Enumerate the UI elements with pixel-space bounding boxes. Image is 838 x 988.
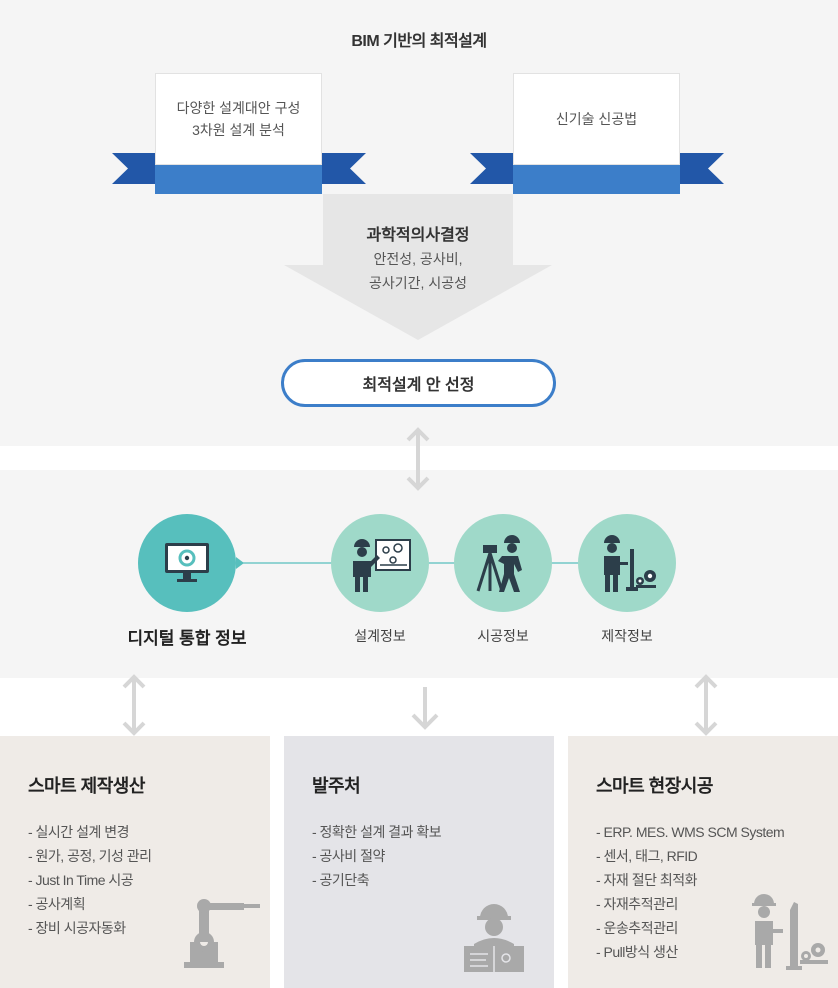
digital-hub-circle <box>138 514 236 612</box>
list-item: - 센서, 태그, RFID <box>596 848 698 864</box>
double-arrow-icon <box>406 427 430 491</box>
list-item: - 공기단축 <box>312 872 370 888</box>
surveyor-icon <box>476 535 522 592</box>
design-info-label: 설계정보 <box>354 628 406 644</box>
box-client: 발주처 - 정확한 설계 결과 확보 - 공사비 절약 - 공기단축 <box>284 736 554 988</box>
ribbon-left-card: 다양한 설계대안 구성 3차원 설계 분석 <box>155 73 322 165</box>
double-arrow-icon <box>694 674 718 736</box>
design-info-circle <box>331 514 429 612</box>
worker-blueprint-icon <box>353 539 411 592</box>
hub-label: 디지털 통합 정보 <box>127 629 247 648</box>
decision-line-2: 공사기간, 시공성 <box>369 275 467 291</box>
box-smart-site: 스마트 현장시공 - ERP. MES. WMS SCM System - 센서… <box>568 736 838 988</box>
ribbon-left-line-1: 다양한 설계대안 구성 <box>176 100 301 116</box>
construction-info-label: 시공정보 <box>477 628 529 644</box>
list-item: - 자재 절단 최적화 <box>596 872 698 888</box>
ribbon-right-line-1: 신기술 신공법 <box>555 111 638 127</box>
decision-line-1: 안전성, 공사비, <box>373 251 463 267</box>
construction-info-circle <box>454 514 552 612</box>
list-item: - Just In Time 시공 <box>28 872 134 888</box>
ribbon-right-tails <box>470 153 724 184</box>
list-item: - 정확한 설계 결과 확보 <box>312 824 442 840</box>
down-arrow-icon <box>411 687 439 730</box>
list-item: - 자재추적관리 <box>596 896 678 912</box>
list-item: - 장비 시공자동화 <box>28 920 126 936</box>
box-title: 발주처 <box>312 776 361 796</box>
list-item: - 공사계획 <box>28 896 86 912</box>
production-info-circle <box>578 514 676 612</box>
list-item: - 공사비 절약 <box>312 848 385 864</box>
ribbon-right-card: 신기술 신공법 <box>513 73 680 165</box>
decision-title: 과학적의사결정 <box>366 227 470 244</box>
engineer-blueprint-icon <box>464 904 524 972</box>
worker-machine-icon <box>752 894 828 970</box>
optimal-design-button[interactable]: 최적설계 안 선정 <box>281 359 556 407</box>
list-item: - Pull방식 생산 <box>596 944 678 960</box>
diagram-title: BIM 기반의 최적설계 <box>351 33 487 50</box>
ribbon-left-tails <box>112 153 366 184</box>
monitor-icon <box>165 543 209 582</box>
production-info-label: 제작정보 <box>601 628 653 644</box>
list-item: - 운송추적관리 <box>596 920 678 936</box>
box-title: 스마트 현장시공 <box>596 776 713 796</box>
box-smart-production: 스마트 제작생산 - 실시간 설계 변경 - 원가, 공정, 기성 관리 - J… <box>0 736 270 988</box>
robot-arm-icon <box>184 899 260 968</box>
worker-machine-icon <box>604 535 656 592</box>
list-item: - ERP. MES. WMS SCM System <box>596 824 785 840</box>
box-title: 스마트 제작생산 <box>28 776 145 796</box>
list-item: - 실시간 설계 변경 <box>28 824 130 840</box>
decision-arrow <box>284 194 552 340</box>
double-arrow-icon <box>122 674 146 736</box>
list-item: - 원가, 공정, 기성 관리 <box>28 848 152 864</box>
ribbon-left-line-2: 3차원 설계 분석 <box>192 122 285 138</box>
